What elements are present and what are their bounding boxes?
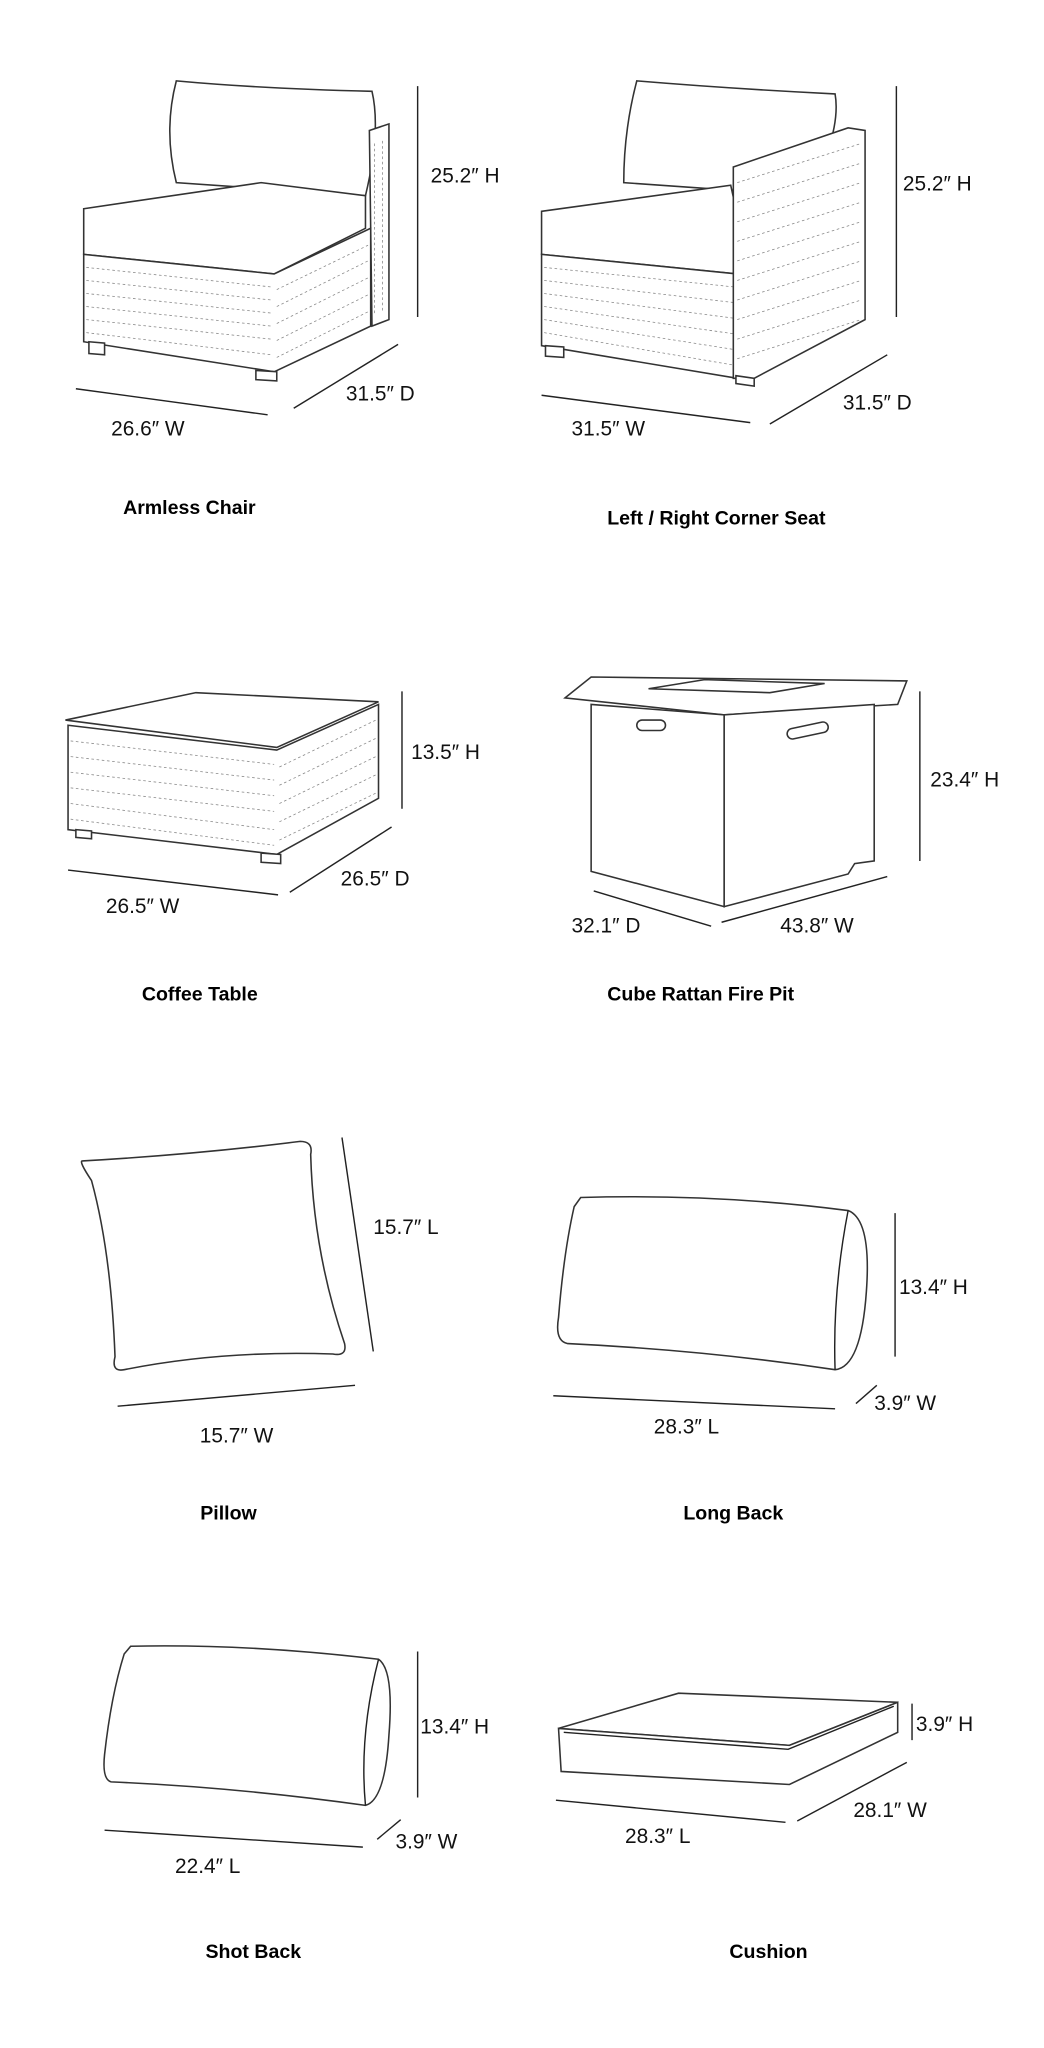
width-label: 26.6″ W [111,418,185,441]
coffee-table: 13.5″ H 26.5″ D 26.5″ W Coffee Table [65,691,480,1006]
depth-label: 31.5″ D [346,382,415,405]
item-title: Armless Chair [123,497,256,519]
width-label: 26.5″ W [106,895,180,918]
height-label: 13.4″ H [420,1716,489,1739]
item-title: Long Back [683,1503,783,1525]
pillow: 15.7″ L 15.7″ W Pillow [80,1137,439,1525]
coffee-table-drawing [65,691,403,896]
width-label: 15.7″ W [200,1425,274,1448]
depth-label: 32.1″ D [572,915,641,938]
length-label: 15.7″ L [373,1216,438,1239]
armless-chair: 25.2″ H 31.5″ D 26.6″ W Armless Chair [75,80,500,519]
height-label: 3.9″ H [916,1713,973,1736]
corner-seat: 25.2″ H 31.5″ D 31.5″ W Left / Right Cor… [540,80,972,529]
item-title: Shot Back [205,1941,301,1963]
width-label: 3.9″ W [874,1392,936,1415]
long-back: 13.4″ H 28.3″ L 3.9″ W Long Back [553,1195,968,1525]
cushion: 3.9″ H 28.3″ L 28.1″ W Cushion [555,1692,973,1963]
width-label: 31.5″ W [572,418,646,441]
cushion-drawing [555,1692,913,1824]
depth-label: 31.5″ D [843,392,912,415]
item-title: Cube Rattan Fire Pit [607,984,794,1006]
item-title: Pillow [200,1503,257,1525]
height-label: 25.2″ H [431,165,500,188]
pillow-drawing [80,1137,375,1407]
depth-label: 26.5″ D [341,868,410,891]
armless-chair-drawing [75,80,419,416]
width-label: 28.1″ W [853,1799,927,1822]
shot-back: 13.4″ H 22.4″ L 3.9″ W Shot Back [103,1645,489,1963]
corner-seat-drawing [540,80,898,425]
shot-back-drawing [103,1645,419,1848]
length-label: 28.3″ L [654,1416,719,1439]
height-label: 25.2″ H [903,172,972,195]
fire-pit-drawing [563,676,921,927]
length-label: 22.4″ L [175,1855,240,1878]
width-label: 43.8″ W [780,915,854,938]
item-title: Coffee Table [142,984,258,1006]
item-title: Left / Right Corner Seat [607,507,826,529]
length-label: 28.3″ L [625,1825,690,1848]
height-label: 13.4″ H [899,1276,968,1299]
height-label: 13.5″ H [411,741,480,764]
item-title: Cushion [729,1941,807,1963]
height-label: 23.4″ H [930,769,999,792]
fire-pit: 23.4″ H 32.1″ D 43.8″ W Cube Rattan Fire… [563,676,999,1006]
width-label: 3.9″ W [395,1830,457,1853]
long-back-drawing [553,1195,896,1410]
